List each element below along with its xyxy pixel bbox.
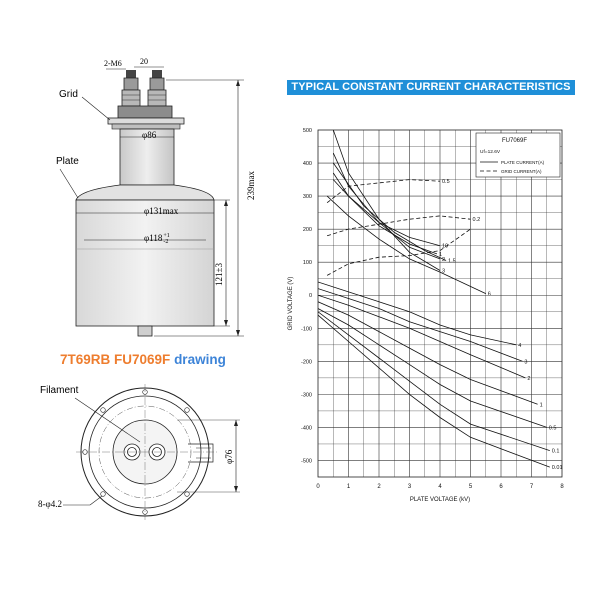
grid-ring-dia-label: φ86	[142, 130, 157, 140]
terminal-right	[147, 70, 167, 107]
total-height-label: 239max	[246, 171, 256, 200]
plate-dia-label: φ118+1-2	[144, 233, 170, 245]
grid-label: Grid	[59, 89, 78, 100]
body-shoulder	[75, 184, 215, 201]
caption-model: 7T69RB FU7069F	[60, 352, 171, 367]
base-stub	[137, 325, 153, 337]
thread-pitch-label: 20	[140, 57, 148, 66]
grid-cylinder	[119, 128, 175, 186]
plate-height-label: 121±3	[214, 263, 224, 286]
caption-word: drawing	[174, 352, 226, 367]
chart-title: TYPICAL CONSTANT CURRENT CHARACTERISTICS	[287, 80, 575, 95]
body-max-dia-label: φ131max	[144, 206, 179, 216]
plate-body	[75, 199, 215, 327]
grid-ring	[107, 117, 185, 125]
drawing-caption: 7T69RB FU7069F drawing	[60, 352, 226, 367]
plate-label: Plate	[56, 156, 79, 167]
bottom-view	[63, 384, 240, 520]
filament-label: Filament	[40, 385, 79, 396]
insulator	[117, 105, 173, 119]
terminal-left	[121, 70, 141, 107]
thread-label: 2-M6	[104, 59, 122, 68]
base-dia-label: φ76	[224, 449, 234, 464]
holes-label: 8-φ4.2	[38, 499, 62, 509]
